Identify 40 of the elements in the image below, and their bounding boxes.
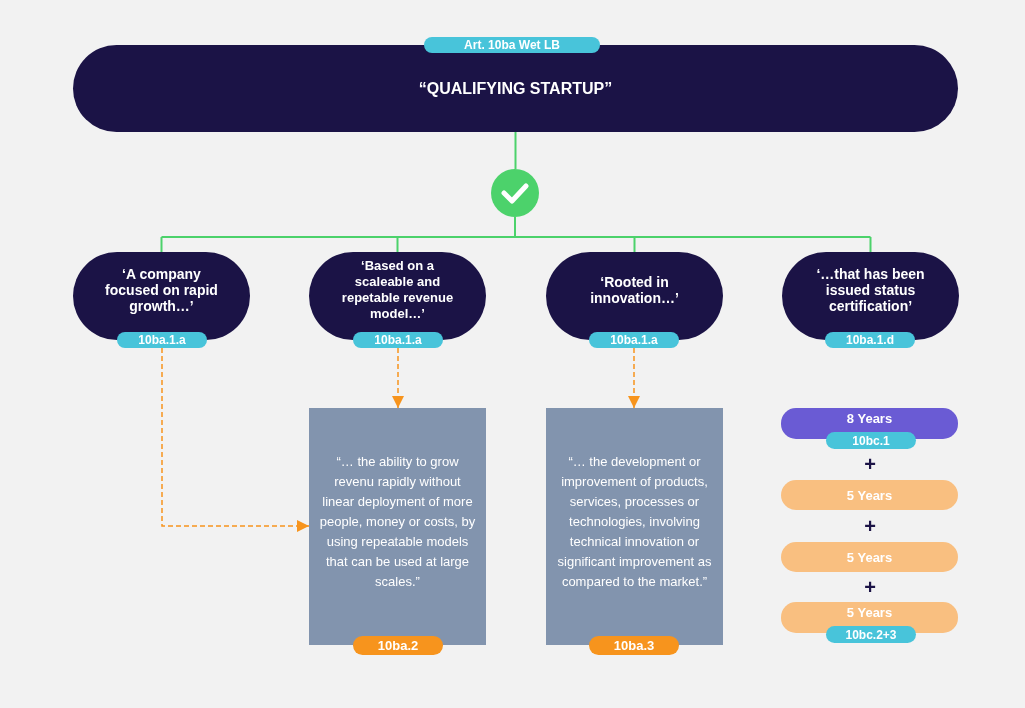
criterion-text: ‘Rooted in innovation…’ bbox=[589, 274, 680, 306]
reference-tag bbox=[825, 332, 915, 348]
connector-line bbox=[160, 216, 872, 253]
reference-tag bbox=[353, 636, 443, 655]
duration-pill bbox=[781, 542, 958, 572]
duration-text: 5 Years bbox=[846, 604, 893, 620]
duration-text: 8 Years bbox=[846, 410, 893, 426]
criterion-text: ‘…that has been issued status certification’ bbox=[815, 266, 926, 314]
reference-tag bbox=[826, 432, 916, 449]
check-icon bbox=[491, 169, 539, 217]
reference-tag bbox=[353, 332, 443, 348]
reference-tag bbox=[826, 626, 916, 643]
duration-pill bbox=[781, 480, 958, 510]
connector-line bbox=[514, 131, 517, 170]
reference-label: 10ba.3 bbox=[613, 638, 655, 653]
plus-sign: + bbox=[864, 577, 876, 597]
reference-label: 10bc.1 bbox=[852, 433, 890, 448]
dashed-arrow bbox=[392, 347, 404, 409]
reference-label: 10ba.1.a bbox=[138, 333, 186, 347]
plus-sign: + bbox=[864, 454, 876, 474]
duration-text: 5 Years bbox=[846, 549, 893, 565]
criterion-text: ‘A company focused on rapid growth…’ bbox=[104, 266, 219, 314]
reference-label: 10bc.2+3 bbox=[845, 627, 897, 642]
dashed-arrow bbox=[161, 347, 310, 532]
reference-label: 10ba.2 bbox=[377, 638, 419, 653]
reference-tag bbox=[117, 332, 207, 348]
duration-text: 5 Years bbox=[846, 487, 893, 503]
quote-text: “… the ability to grow revenu rapidly without linear deployment of more people, money or costs, by using repeatable models that can be used at large scales.” bbox=[318, 452, 477, 591]
reference-tag bbox=[589, 636, 679, 655]
reference-tag bbox=[424, 37, 600, 53]
heading-text: “QUALIFYING STARTUP” bbox=[418, 78, 613, 99]
reference-label: 10ba.1.a bbox=[374, 333, 422, 347]
reference-label: 10ba.1.a bbox=[610, 333, 658, 347]
reference-label: Art. 10ba Wet LB bbox=[464, 38, 560, 52]
reference-label: 10ba.1.d bbox=[846, 333, 894, 347]
reference-tag bbox=[589, 332, 679, 348]
dashed-arrow bbox=[628, 347, 640, 409]
quote-text: “… the development or improvement of products, services, processes or technologies, involving technical innovation or significant improvement as compared to the market.” bbox=[556, 452, 713, 591]
criterion-text: ‘Based on a scaleable and repetable revenue model…’ bbox=[340, 258, 455, 322]
plus-sign: + bbox=[864, 516, 876, 536]
